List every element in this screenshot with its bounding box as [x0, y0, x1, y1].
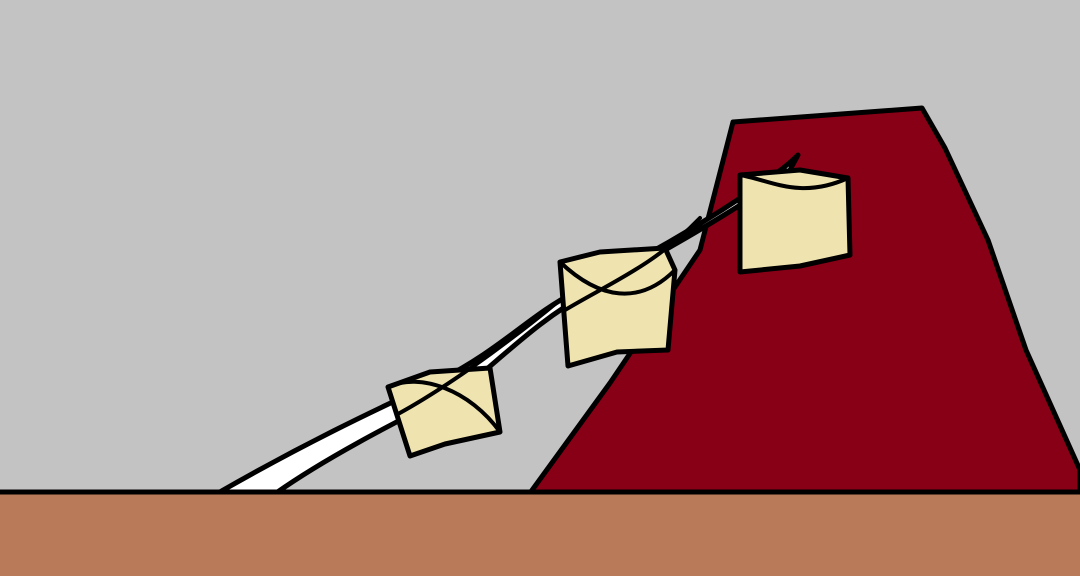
cable-car-cabin-3: [737, 167, 853, 275]
support-line-1: [386, 379, 502, 434]
cable-car-cabin-2: [557, 245, 678, 369]
support-line-5: [563, 216, 702, 312]
support-line-2: [558, 260, 677, 296]
support-line-4: [396, 298, 562, 416]
support-line-3: [738, 173, 850, 191]
ground: [0, 492, 1080, 576]
